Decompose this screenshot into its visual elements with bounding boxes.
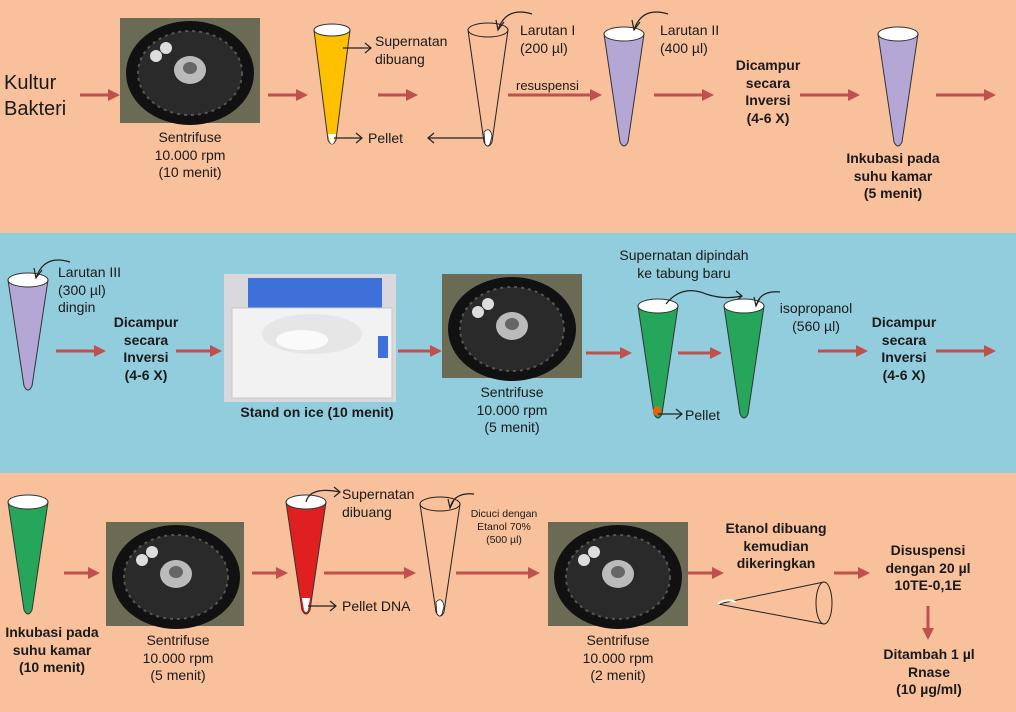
arrow [252, 567, 288, 579]
arrow [64, 567, 100, 579]
centrifuge-photo [442, 274, 582, 381]
arrow [176, 345, 222, 357]
arrow [800, 89, 860, 101]
start-label: Kultur Bakteri [4, 72, 67, 120]
pointer-arrow [334, 132, 363, 144]
tube-drying [717, 581, 833, 625]
curved-arrow [447, 493, 475, 510]
centrifuge-photo [548, 522, 688, 629]
arrow [398, 345, 442, 357]
centrifuge-photo [120, 18, 260, 125]
arrow [508, 89, 602, 101]
larutan2-label: Larutan II(400 µl) [660, 22, 720, 56]
larutan1-label: Larutan I(200 µl) [520, 22, 576, 56]
tube-green [723, 298, 765, 419]
arrow [586, 347, 632, 359]
arrow [936, 89, 996, 101]
pelletdna-label: Pellet DNA [342, 598, 411, 614]
curved-arrow [33, 259, 71, 280]
arrow [678, 347, 722, 359]
larutan3-label: Larutan III(300 µl)dingin [58, 264, 122, 315]
pellet-label: Pellet [685, 407, 721, 423]
arrow [688, 567, 724, 579]
tube-yellow [313, 23, 351, 145]
ice-box-photo [224, 274, 396, 402]
curved-arrow [631, 11, 669, 32]
arrow [936, 345, 996, 357]
pointer-arrow [658, 408, 683, 420]
arrow [324, 567, 416, 579]
arrow [378, 89, 418, 101]
pointer-arrow [343, 42, 372, 54]
centrifuge-photo [106, 522, 244, 629]
arrow [456, 567, 540, 579]
arrow [818, 345, 868, 357]
arrow [834, 567, 870, 579]
ice-label: Stand on ice (10 menit) [240, 404, 394, 420]
resuspensi-label: resuspensi [516, 78, 579, 93]
arrow [56, 345, 106, 357]
tube-purple [603, 26, 645, 147]
tube-purple [7, 272, 49, 391]
arrow [80, 89, 120, 101]
arrow [922, 606, 934, 640]
tube-red [285, 494, 327, 615]
pointer-arrow [427, 132, 484, 144]
tube-empty [467, 22, 509, 147]
pointer-arrow [308, 600, 337, 612]
arrow [268, 89, 308, 101]
curved-arrow [753, 291, 781, 308]
tube-purple [877, 26, 919, 147]
curved-arrow [305, 486, 341, 503]
pellet-label: Pellet [368, 130, 404, 146]
arrow [654, 89, 714, 101]
tube-green [7, 494, 49, 615]
curved-arrow [495, 11, 533, 32]
isopropanol-label: isopropanol(560 µl) [779, 300, 853, 334]
